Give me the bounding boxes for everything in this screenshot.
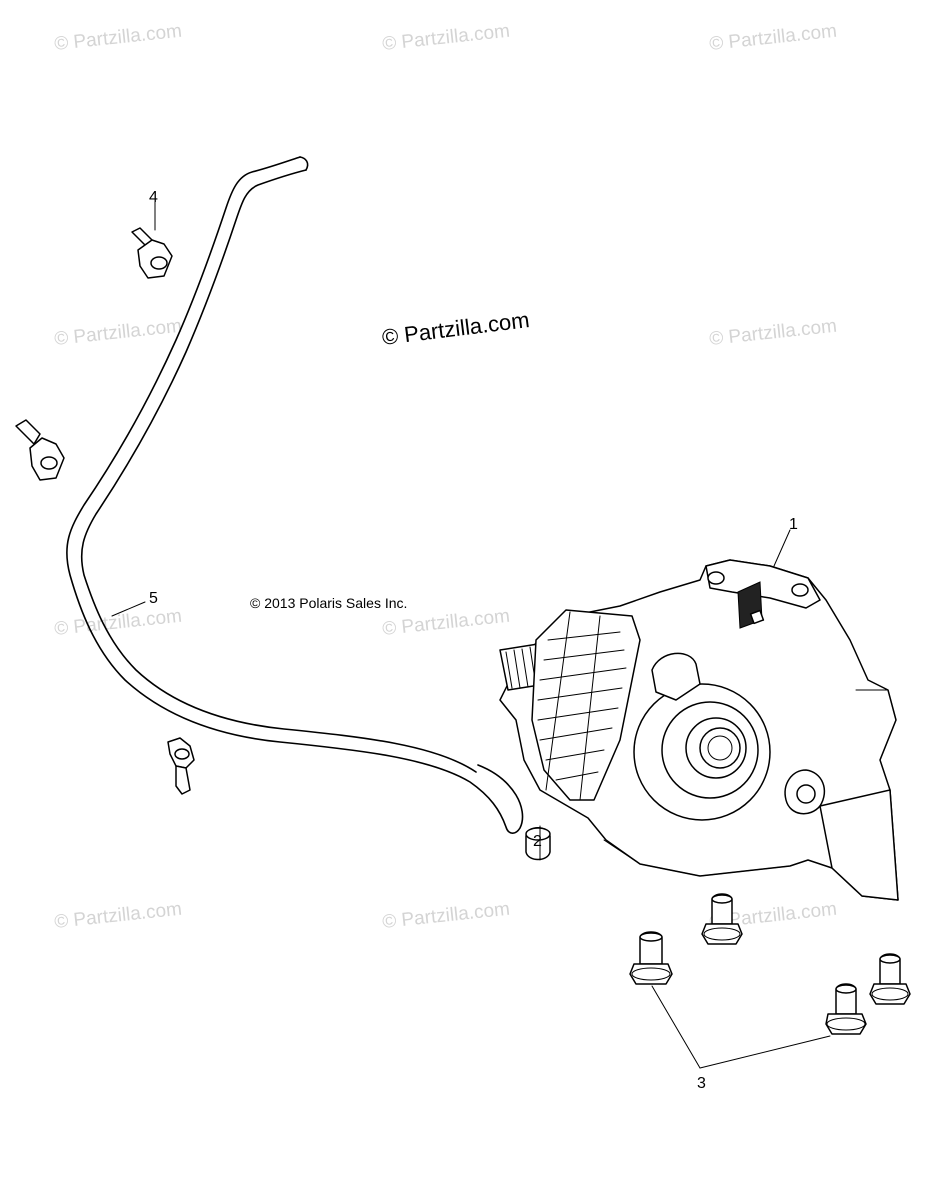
mounting-bolt [701,893,743,945]
copyright-text: © 2013 Polaris Sales Inc. [250,595,407,611]
watermark: © Partzilla.com [53,316,183,350]
callout-1: 1 [789,516,798,533]
callout-2: 2 [533,833,542,850]
hose-clip [167,737,195,795]
watermark: © Partzilla.com [381,899,511,933]
mounting-bolt [825,983,867,1035]
front-gearcase [499,559,899,901]
watermark: © Partzilla.com [53,899,183,933]
watermark: © Partzilla.com [708,21,838,55]
watermark: © Partzilla.com [381,21,511,55]
hose-clip [131,227,173,279]
callout-4: 4 [149,189,158,206]
vent-cap [525,827,551,861]
mounting-bolt [869,953,911,1005]
watermark: © Partzilla.com [53,606,183,640]
watermark-center: © Partzilla.com [381,307,531,350]
watermark: © Partzilla.com [53,21,183,55]
mounting-bolt [629,931,673,985]
callout-3: 3 [697,1075,706,1092]
watermark: © Partzilla.com [708,316,838,350]
leader-lines [111,201,831,1069]
callout-5: 5 [149,590,158,607]
hose-clip [15,419,65,481]
vent-hose [66,156,524,834]
